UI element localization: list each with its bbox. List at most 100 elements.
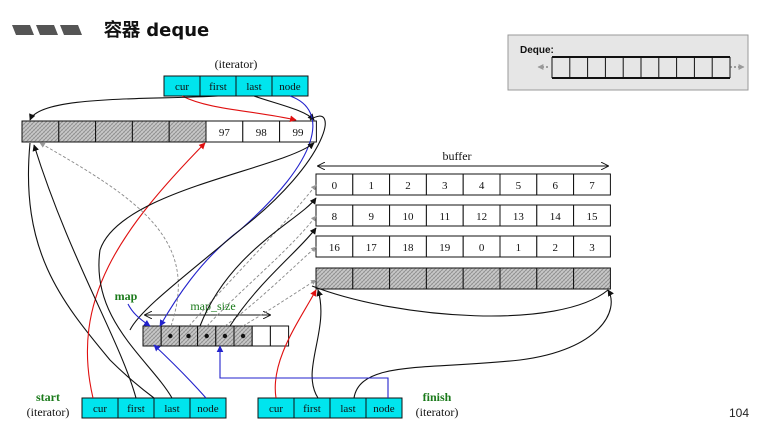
buffer-top-cell [95, 120, 133, 143]
iterator-top-cur-label: cur [175, 81, 189, 93]
buffer-row-2-value: 9 [368, 211, 374, 223]
buffer-row-3-value: 3 [589, 242, 595, 254]
buffer-chain-2 [199, 197, 317, 327]
map-label: map [115, 289, 138, 303]
start-iterator-cur-label: cur [93, 403, 107, 415]
buffer-row-3-value: 19 [439, 242, 451, 254]
buffer-row-3-cell [573, 235, 611, 258]
map-node [142, 325, 162, 347]
buffer-row-1-value: 1 [368, 180, 374, 192]
map-node-pointer [204, 333, 209, 339]
finish-iterator-node-field [365, 397, 403, 419]
buffer-row-3-value: 17 [366, 242, 378, 254]
iterator-top-caption: (iterator) [215, 57, 258, 71]
buffer-row-2-value: 8 [332, 211, 338, 223]
finish-last-pointer [353, 289, 614, 399]
buffer-row-1-value: 2 [405, 180, 411, 192]
deque-inset: Deque: [507, 34, 749, 91]
map-node-pointer [222, 333, 228, 339]
buffer-row-1-value: 3 [442, 180, 448, 192]
finish-iterator-first-label: first [303, 403, 321, 415]
buffer-top-cell [21, 120, 60, 143]
buffer-bottom-cell [536, 267, 575, 290]
buffer-top-cell [279, 120, 317, 143]
top-node-pointer [159, 95, 314, 327]
buffer-row-2-value: 15 [587, 211, 599, 223]
finish-label: finish [423, 390, 452, 404]
map-pointer-arrow [127, 303, 151, 327]
buffer-top-cell [131, 120, 170, 143]
iterator-top-node-label: node [279, 81, 301, 93]
start-iterator-first-label: first [127, 403, 145, 415]
buffer-chain-4 [311, 285, 609, 317]
top-last-pointer [253, 95, 315, 121]
buffer-row-3-value: 0 [479, 242, 485, 254]
finish-iterator-node-label: node [373, 403, 395, 415]
map-node-pointer [168, 333, 173, 339]
map-node [269, 325, 290, 347]
buffer-row-1-value: 7 [589, 180, 595, 192]
buffer-row-3-value: 16 [329, 242, 341, 254]
header-bars [12, 25, 82, 35]
buffer-row-1-cell [573, 173, 611, 196]
buffer-row-2-value: 12 [476, 211, 487, 223]
map-ptr-2 [206, 215, 317, 327]
page-number: 104 [728, 406, 749, 420]
buffer-chain-1 [129, 115, 326, 331]
buffer-bottom-cell [352, 267, 391, 290]
buffer-bottom-cell [499, 267, 538, 290]
buffer-row-2-cell [573, 204, 611, 227]
finish-caption: (iterator) [416, 405, 459, 419]
buffer-top-value: 98 [256, 127, 268, 139]
start-first-pointer [32, 144, 137, 399]
buffer-row-2-value: 14 [550, 211, 562, 223]
iterator-top-first-label: first [209, 81, 227, 93]
map-node [251, 325, 271, 347]
buffer-row-1-value: 0 [332, 180, 338, 192]
buffer-row-1-value: 4 [479, 180, 485, 192]
buffer-row-3-value: 18 [403, 242, 415, 254]
buffer-bottom-cell [315, 267, 354, 290]
map-ptr-1 [188, 184, 317, 327]
iterator-top-last-label: last [246, 81, 261, 93]
buffer-chain-3 [229, 227, 317, 327]
buffer-row-1-value: 6 [552, 180, 558, 192]
buffer-row-3-value: 2 [552, 242, 558, 254]
buffer-top-cell [58, 120, 97, 143]
buffer-row-3-value: 1 [516, 242, 522, 254]
top-first-pointer [29, 95, 219, 121]
buffer-row-2-value: 13 [513, 211, 525, 223]
finish-first-pointer [311, 289, 323, 399]
map-ptr-4 [242, 279, 317, 327]
buffer-bottom-cell [389, 267, 427, 290]
buffer-row-1-value: 5 [516, 180, 522, 192]
buffer-bottom-cell [425, 267, 464, 290]
slide-title: 容器 deque [104, 20, 210, 41]
map-node-pointer [240, 333, 246, 339]
buffer-top-value: 99 [293, 127, 305, 139]
start-label: start [36, 390, 60, 404]
inset-label: Deque: [520, 45, 554, 56]
finish-cur-pointer [274, 289, 317, 399]
buffer-top-cell [168, 120, 207, 143]
map-node-pointer [186, 333, 191, 339]
start-iterator-last-label: last [164, 403, 179, 415]
buffer-label: buffer [442, 149, 471, 163]
finish-node-pointer [216, 345, 389, 398]
map-ptr-0 [39, 142, 179, 327]
buffer-bottom-cell [573, 267, 611, 290]
start-iterator-node-field [189, 397, 227, 419]
finish-iterator-cur-label: cur [269, 403, 283, 415]
buffer-row-2-value: 10 [403, 211, 415, 223]
start-last-pointer [98, 142, 315, 399]
start-iterator-node-label: node [197, 403, 219, 415]
start-cur-pointer [86, 142, 206, 399]
start-caption: (iterator) [27, 405, 70, 419]
buffer-row-2-value: 11 [440, 211, 451, 223]
top-cur-pointer [181, 95, 297, 122]
start-node-pointer [153, 344, 207, 399]
buffer-bottom-cell [462, 267, 501, 290]
finish-iterator-last-label: last [340, 403, 355, 415]
start-first-curve [27, 142, 155, 399]
